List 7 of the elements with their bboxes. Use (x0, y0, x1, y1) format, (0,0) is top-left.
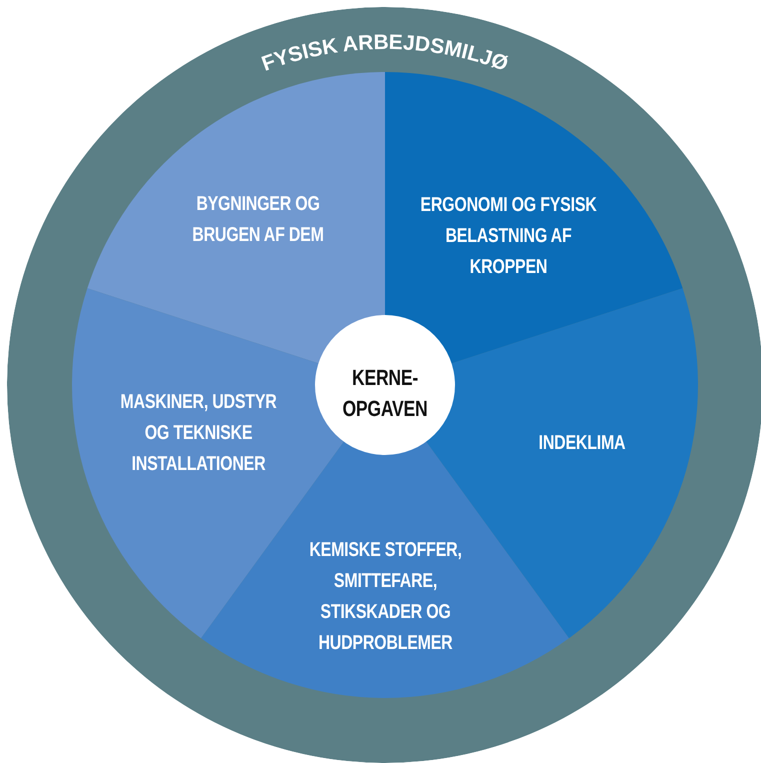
segment-label: ERGONOMI OG FYSISK BELASTNING AF KROPPEN (418, 192, 598, 280)
segment-label: INDEKLIMA (538, 430, 626, 456)
center-label: KERNE- OPGAVEN (341, 364, 429, 423)
segment-label: MASKINER, UDSTYR OG TEKNISKE INSTALLATIONER (118, 390, 278, 476)
segment-label: BYGNINGER OG BRUGEN AF DEM (191, 192, 325, 248)
segment-label: KEMISKE STOFFER, SMITTEFARE, STIKSKADER OG HUDPROBLEMER (308, 538, 462, 656)
ring-title: FYSISK ARBEJDSMILJØ (258, 30, 512, 76)
